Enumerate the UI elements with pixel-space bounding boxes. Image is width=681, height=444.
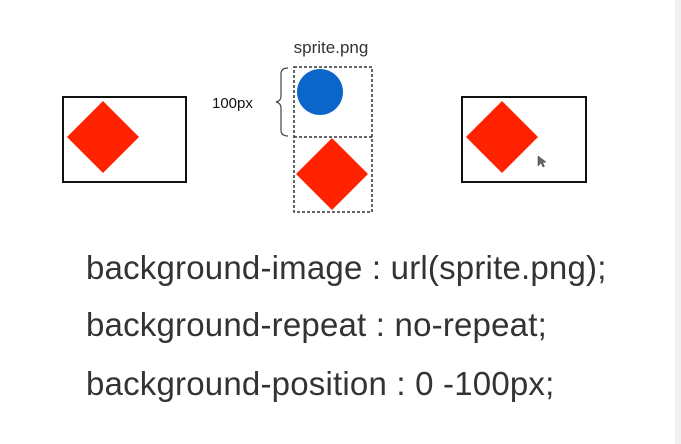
blue-circle-icon [297, 69, 343, 115]
curly-bracket [275, 67, 289, 137]
sprite-dashed-outline [293, 66, 373, 213]
cursor-icon [537, 155, 547, 168]
right-element-box [461, 96, 587, 183]
code-line-background-repeat: background-repeat : no-repeat; [86, 306, 547, 343]
left-element-box [62, 96, 187, 183]
code-line-background-position: background-position : 0 -100px; [86, 365, 555, 402]
offset-label: 100px [212, 95, 253, 112]
sprite-label: sprite.png [294, 38, 369, 57]
sprite-diagram: sprite.png 100px [62, 38, 587, 213]
red-diamond-icon [466, 101, 538, 173]
red-diamond-icon [296, 138, 368, 210]
red-diamond-icon [67, 101, 139, 173]
code-line-background-image: background-image : url(sprite.png); [86, 249, 607, 286]
sprite-image [293, 66, 373, 213]
offset-bracket: 100px [212, 67, 289, 137]
slide-edge [675, 0, 681, 444]
